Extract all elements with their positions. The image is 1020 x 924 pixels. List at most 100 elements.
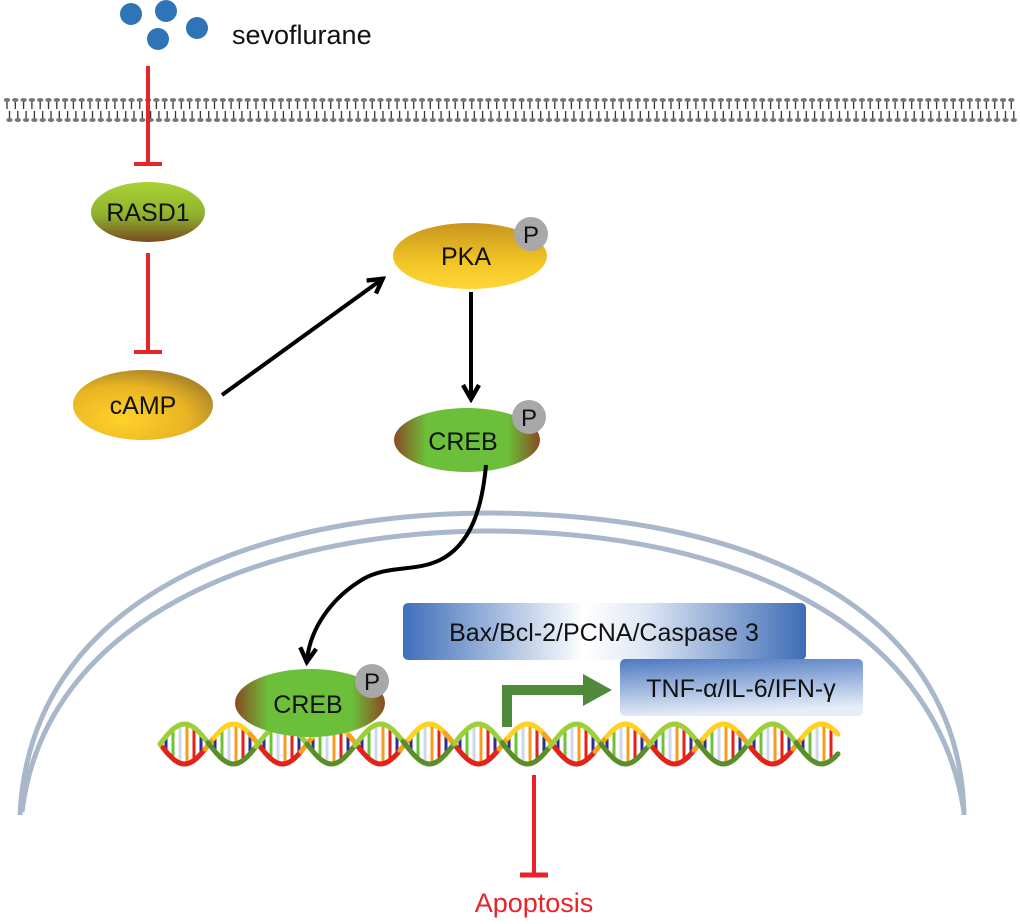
lipid-head xyxy=(935,118,943,122)
lipid-head xyxy=(941,98,949,102)
lipid-head xyxy=(678,118,685,122)
dna-backbone xyxy=(832,728,841,737)
lipid-head xyxy=(761,118,768,122)
lipid-head xyxy=(427,98,434,102)
lipid-head xyxy=(429,118,436,122)
lipid-head xyxy=(45,98,52,102)
camp-label: cAMP xyxy=(110,392,177,420)
lipid-head xyxy=(53,98,60,102)
lipid-head xyxy=(587,118,594,122)
lipid-head xyxy=(676,98,683,102)
lipid-head xyxy=(404,118,412,122)
lipid-head xyxy=(886,118,893,122)
lipid-head xyxy=(172,118,179,122)
inhibition-sevoflurane-rasd1 xyxy=(134,66,162,166)
lipid-head xyxy=(894,118,901,122)
translocation-arrow xyxy=(307,464,488,660)
lipid-head xyxy=(476,98,484,102)
lipid-head xyxy=(861,118,868,122)
lipid-head xyxy=(535,98,542,102)
lipid-head xyxy=(969,118,976,122)
lipid-head xyxy=(877,118,885,122)
lipid-head xyxy=(883,98,890,102)
lipid-head xyxy=(97,118,105,122)
lipid-head xyxy=(155,118,163,122)
lipid-head xyxy=(103,98,110,102)
molecule-dot xyxy=(120,3,142,25)
lipid-head xyxy=(227,98,235,102)
lipid-head xyxy=(670,118,677,122)
lipid-head xyxy=(238,118,246,122)
lipid-head xyxy=(95,98,102,102)
lipid-head xyxy=(900,98,907,102)
lipid-head xyxy=(562,118,569,122)
lipid-head xyxy=(927,118,934,122)
lipid-head xyxy=(570,118,578,122)
lipid-head xyxy=(728,118,735,122)
lipid-head xyxy=(579,118,586,122)
lipid-head xyxy=(396,118,403,122)
lipid-head xyxy=(346,118,353,122)
lipid-head xyxy=(828,118,835,122)
lipid-head xyxy=(335,98,343,102)
lipid-head xyxy=(554,118,561,122)
lipid-head xyxy=(1002,118,1009,122)
lipid-head xyxy=(462,118,470,122)
lipid-head xyxy=(255,118,262,122)
lipid-head xyxy=(294,98,301,102)
lipid-head xyxy=(22,118,30,122)
lipid-head xyxy=(14,118,21,122)
lipid-head xyxy=(609,98,617,102)
lipid-head xyxy=(385,98,392,102)
lipid-head xyxy=(510,98,517,102)
lipid-head xyxy=(651,98,658,102)
lipid-head xyxy=(911,118,918,122)
lipid-head xyxy=(61,98,69,102)
lipid-head xyxy=(867,98,874,102)
lipid-head xyxy=(178,98,185,102)
creb-nucleus-label: CREB xyxy=(273,691,342,719)
molecule-dot xyxy=(155,0,177,22)
lipid-head xyxy=(684,98,691,102)
lipid-head xyxy=(634,98,641,102)
lipid-head xyxy=(271,118,279,122)
lipid-head xyxy=(130,118,138,122)
lipid-head xyxy=(479,118,486,122)
lipid-head xyxy=(958,98,965,102)
lipid-head xyxy=(944,118,951,122)
lipid-head xyxy=(413,118,420,122)
lipid-head xyxy=(792,98,799,102)
svg-text:P: P xyxy=(523,222,539,249)
lipid-head xyxy=(454,118,461,122)
svg-text:P: P xyxy=(364,669,380,696)
lipid-head xyxy=(64,118,71,122)
lipid-head xyxy=(468,98,475,102)
lipid-head xyxy=(493,98,500,102)
lipid-head xyxy=(244,98,251,102)
lipid-head xyxy=(593,98,600,102)
lipid-head xyxy=(327,98,334,102)
lipid-head xyxy=(164,118,171,122)
lipid-head xyxy=(377,98,384,102)
lipid-head xyxy=(136,98,143,102)
lipid-head xyxy=(711,118,719,122)
transcription-arrow xyxy=(502,674,612,727)
lipid-head xyxy=(512,118,519,122)
lipid-head xyxy=(81,118,88,122)
phospho-badge: P xyxy=(355,664,389,698)
lipid-head xyxy=(576,98,583,102)
lipid-head xyxy=(720,118,727,122)
lipid-head xyxy=(277,98,285,102)
lipid-head xyxy=(642,98,650,102)
lipid-head xyxy=(70,98,77,102)
lipid-head xyxy=(817,98,824,102)
lipid-head xyxy=(612,118,619,122)
lipid-head xyxy=(659,98,666,102)
lipid-head xyxy=(269,98,276,102)
lipid-head xyxy=(37,98,44,102)
lipid-head xyxy=(709,98,716,102)
svg-text:P: P xyxy=(521,405,537,432)
lipid-head xyxy=(236,98,243,102)
lipid-head xyxy=(296,118,304,122)
lipid-head xyxy=(526,98,534,102)
